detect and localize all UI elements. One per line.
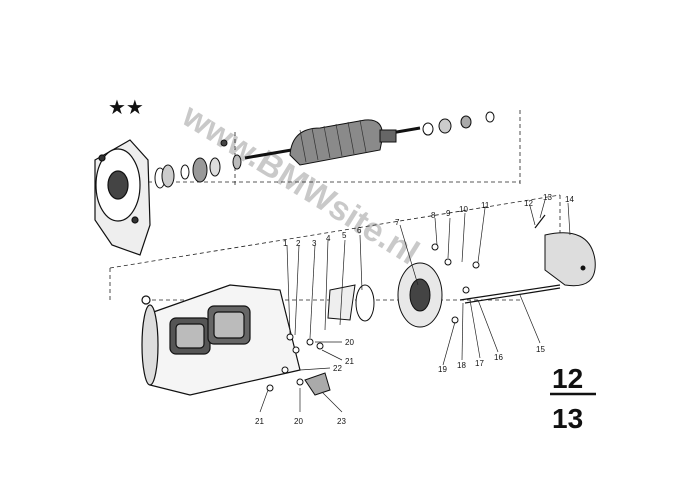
callout-16: 16 — [494, 353, 503, 362]
callout-6: 6 — [357, 226, 362, 235]
callout-9: 9 — [446, 209, 451, 218]
callout-1: 1 — [283, 239, 288, 248]
armature — [244, 119, 421, 166]
callout-labels: 1 2 3 4 5 6 7 8 9 10 11 12 13 14 15 16 1… — [255, 193, 574, 426]
callout-11: 11 — [481, 201, 490, 210]
callout-23: 23 — [337, 417, 346, 426]
callout-21a: 21 — [345, 357, 354, 366]
page-number-top: 12 — [552, 363, 583, 394]
callout-10: 10 — [459, 205, 468, 214]
pole-housing — [141, 284, 301, 396]
bearing-and-washer-stack — [154, 139, 242, 189]
callout-2: 2 — [296, 239, 301, 248]
leader-lines — [259, 199, 571, 413]
page-number-bottom: 13 — [552, 403, 583, 434]
callout-4: 4 — [326, 234, 331, 243]
page-number-block: 12 13 — [550, 363, 596, 434]
callout-19: 19 — [438, 365, 447, 374]
callout-15: 15 — [536, 345, 545, 354]
callout-5: 5 — [342, 231, 347, 240]
callout-3: 3 — [312, 239, 317, 248]
small-fasteners — [266, 243, 480, 396]
through-bolts — [459, 214, 561, 304]
callout-7: 7 — [395, 218, 400, 227]
callout-22: 22 — [333, 364, 342, 373]
callout-13: 13 — [543, 193, 552, 202]
callout-20b: 20 — [294, 417, 303, 426]
double-star-marker: ★★ — [108, 97, 144, 119]
bushing-set — [422, 111, 495, 136]
callout-12: 12 — [524, 199, 533, 208]
callout-8: 8 — [431, 211, 436, 220]
callout-17: 17 — [475, 359, 484, 368]
callout-18: 18 — [457, 361, 466, 370]
callout-21b: 21 — [255, 417, 264, 426]
end-cap — [544, 232, 596, 287]
brush-plate — [327, 262, 443, 328]
callout-20a: 20 — [345, 338, 354, 347]
drive-end-bracket — [94, 139, 151, 256]
callout-14: 14 — [565, 195, 574, 204]
